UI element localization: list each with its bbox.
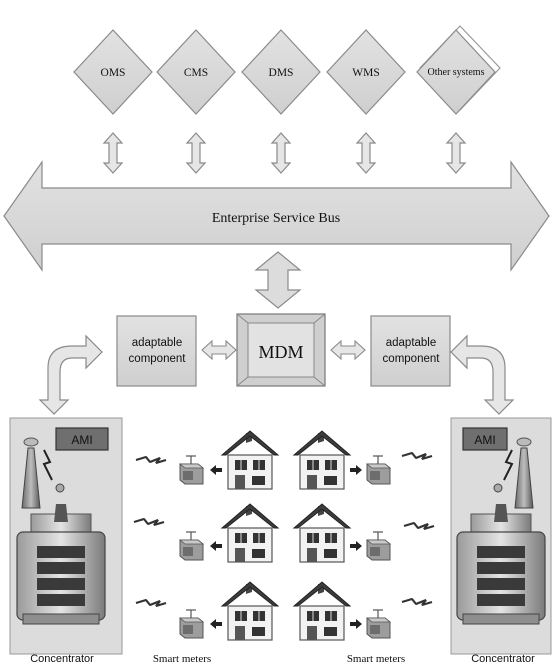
smart-meters-left-caption: Smart meters xyxy=(153,653,211,665)
adaptable-right-line1: adaptable xyxy=(386,337,437,349)
adaptable-left-line1: adaptable xyxy=(132,337,183,349)
house-left-row3-icon xyxy=(221,581,279,641)
system-cms-label: CMS xyxy=(184,67,208,79)
ami-panel-right: AMI xyxy=(450,417,552,655)
bus-mdm-arrow xyxy=(254,251,302,309)
connector-dms-arrow xyxy=(271,132,291,174)
link-left-row1-icon xyxy=(210,465,222,475)
adaptable-right-line2: component xyxy=(383,353,441,365)
ami-panel-left: AMI xyxy=(9,417,123,655)
ami-badge-right-label: AMI xyxy=(474,433,495,447)
house-left-row1-icon xyxy=(221,430,279,490)
signal-right-row1-icon xyxy=(400,451,434,461)
link-right-row2-icon xyxy=(350,541,362,551)
signal-left-row1-icon xyxy=(134,455,168,465)
house-right-row1-icon xyxy=(293,430,351,490)
house-right-row3-icon xyxy=(293,581,351,641)
system-other-label: Other systems xyxy=(428,67,485,78)
signal-left-row2-icon xyxy=(132,517,166,527)
system-oms-label: OMS xyxy=(101,67,126,79)
connector-other-arrow xyxy=(446,132,466,174)
connector-oms-arrow xyxy=(103,132,123,174)
mdm-label: MDM xyxy=(258,342,303,362)
enterprise-service-bus: Enterprise Service Bus xyxy=(3,160,550,272)
smart-meter-right-row3-icon xyxy=(366,609,391,639)
system-other: Other systems xyxy=(416,25,501,115)
smart-meter-right-row1-icon xyxy=(366,455,391,485)
smart-meter-left-row3-icon xyxy=(179,609,204,639)
ami-badge-left xyxy=(55,427,109,451)
bus-label: Enterprise Service Bus xyxy=(212,211,340,226)
link-left-row3-icon xyxy=(210,619,222,629)
ami-badge-right xyxy=(462,427,508,451)
adaptable-left-line2: component xyxy=(129,353,187,365)
system-cms: CMS xyxy=(156,29,236,115)
concentrator-left-antenna xyxy=(54,504,68,522)
smart-meter-left-row1-icon xyxy=(179,455,204,485)
connector-wms-arrow xyxy=(356,132,376,174)
ami-badge-left-label: AMI xyxy=(71,433,92,447)
system-oms: OMS xyxy=(73,29,153,115)
smart-meter-left-row2-icon xyxy=(179,531,204,561)
system-dms-label: DMS xyxy=(269,67,294,79)
concentrator-right-caption: Concentrator xyxy=(471,653,535,665)
connector-cms-arrow xyxy=(186,132,206,174)
adaptable-component-left: adaptable component xyxy=(116,315,197,387)
link-left-row2-icon xyxy=(210,541,222,551)
smart-meters-right-caption: Smart meters xyxy=(347,653,405,665)
house-right-row2-icon xyxy=(293,503,351,563)
adaptable-right-mdm-arrow xyxy=(330,339,366,361)
antenna-tower-left-icon xyxy=(21,437,65,509)
adaptable-component-right: adaptable component xyxy=(370,315,451,387)
curved-arrow-right xyxy=(450,334,515,415)
link-right-row1-icon xyxy=(350,465,362,475)
smart-meter-right-row2-icon xyxy=(366,531,391,561)
system-wms-label: WMS xyxy=(352,67,379,79)
curved-arrow-left xyxy=(38,334,103,415)
concentrator-right-antenna xyxy=(494,504,508,522)
link-right-row3-icon xyxy=(350,619,362,629)
signal-right-row3-icon xyxy=(400,597,434,607)
adaptable-left-mdm-arrow xyxy=(201,339,237,361)
antenna-tower-right-icon xyxy=(493,437,534,509)
signal-left-row3-icon xyxy=(134,598,168,608)
system-wms: WMS xyxy=(326,29,406,115)
house-left-row2-icon xyxy=(221,503,279,563)
system-dms: DMS xyxy=(241,29,321,115)
mdm-box: MDM xyxy=(236,313,326,387)
signal-right-row2-icon xyxy=(402,521,436,531)
concentrator-left-caption: Concentrator xyxy=(30,653,94,665)
